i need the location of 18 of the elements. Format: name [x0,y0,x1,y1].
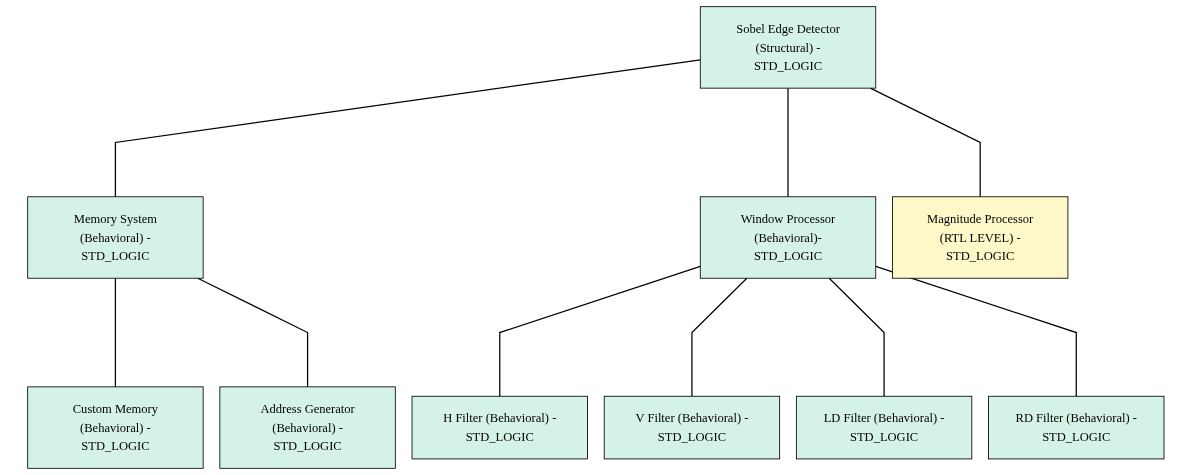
node-box: LD Filter (Behavioral) - STD_LOGIC [795,395,972,460]
node-box: Sobel Edge Detector (Structural) - STD_LOGIC [699,6,876,89]
node-box: RD Filter (Behavioral) - STD_LOGIC [987,395,1165,460]
node-box: Custom Memory (Behavioral) - STD_LOGIC [26,386,204,469]
node-box: Address Generator (Behavioral) - STD_LOGIC [219,386,396,469]
node-box: Magnitude Processor (RTL LEVEL) -STD_LOGIC [891,196,1068,279]
connector [869,87,981,198]
connector [787,87,789,198]
node-box: Window Processor (Behavioral)- STD_LOGIC [699,196,876,279]
connector [498,265,701,397]
node-box: V Filter (Behavioral) -STD_LOGIC [603,395,780,460]
node-box: Memory System (Behavioral) - STD_LOGIC [26,196,204,279]
connector [114,59,701,198]
connector [828,277,885,397]
node-box: H Filter (Behavioral) -STD_LOGIC [411,395,588,460]
connector [114,277,116,388]
connector [690,277,748,397]
connector [874,265,1077,397]
